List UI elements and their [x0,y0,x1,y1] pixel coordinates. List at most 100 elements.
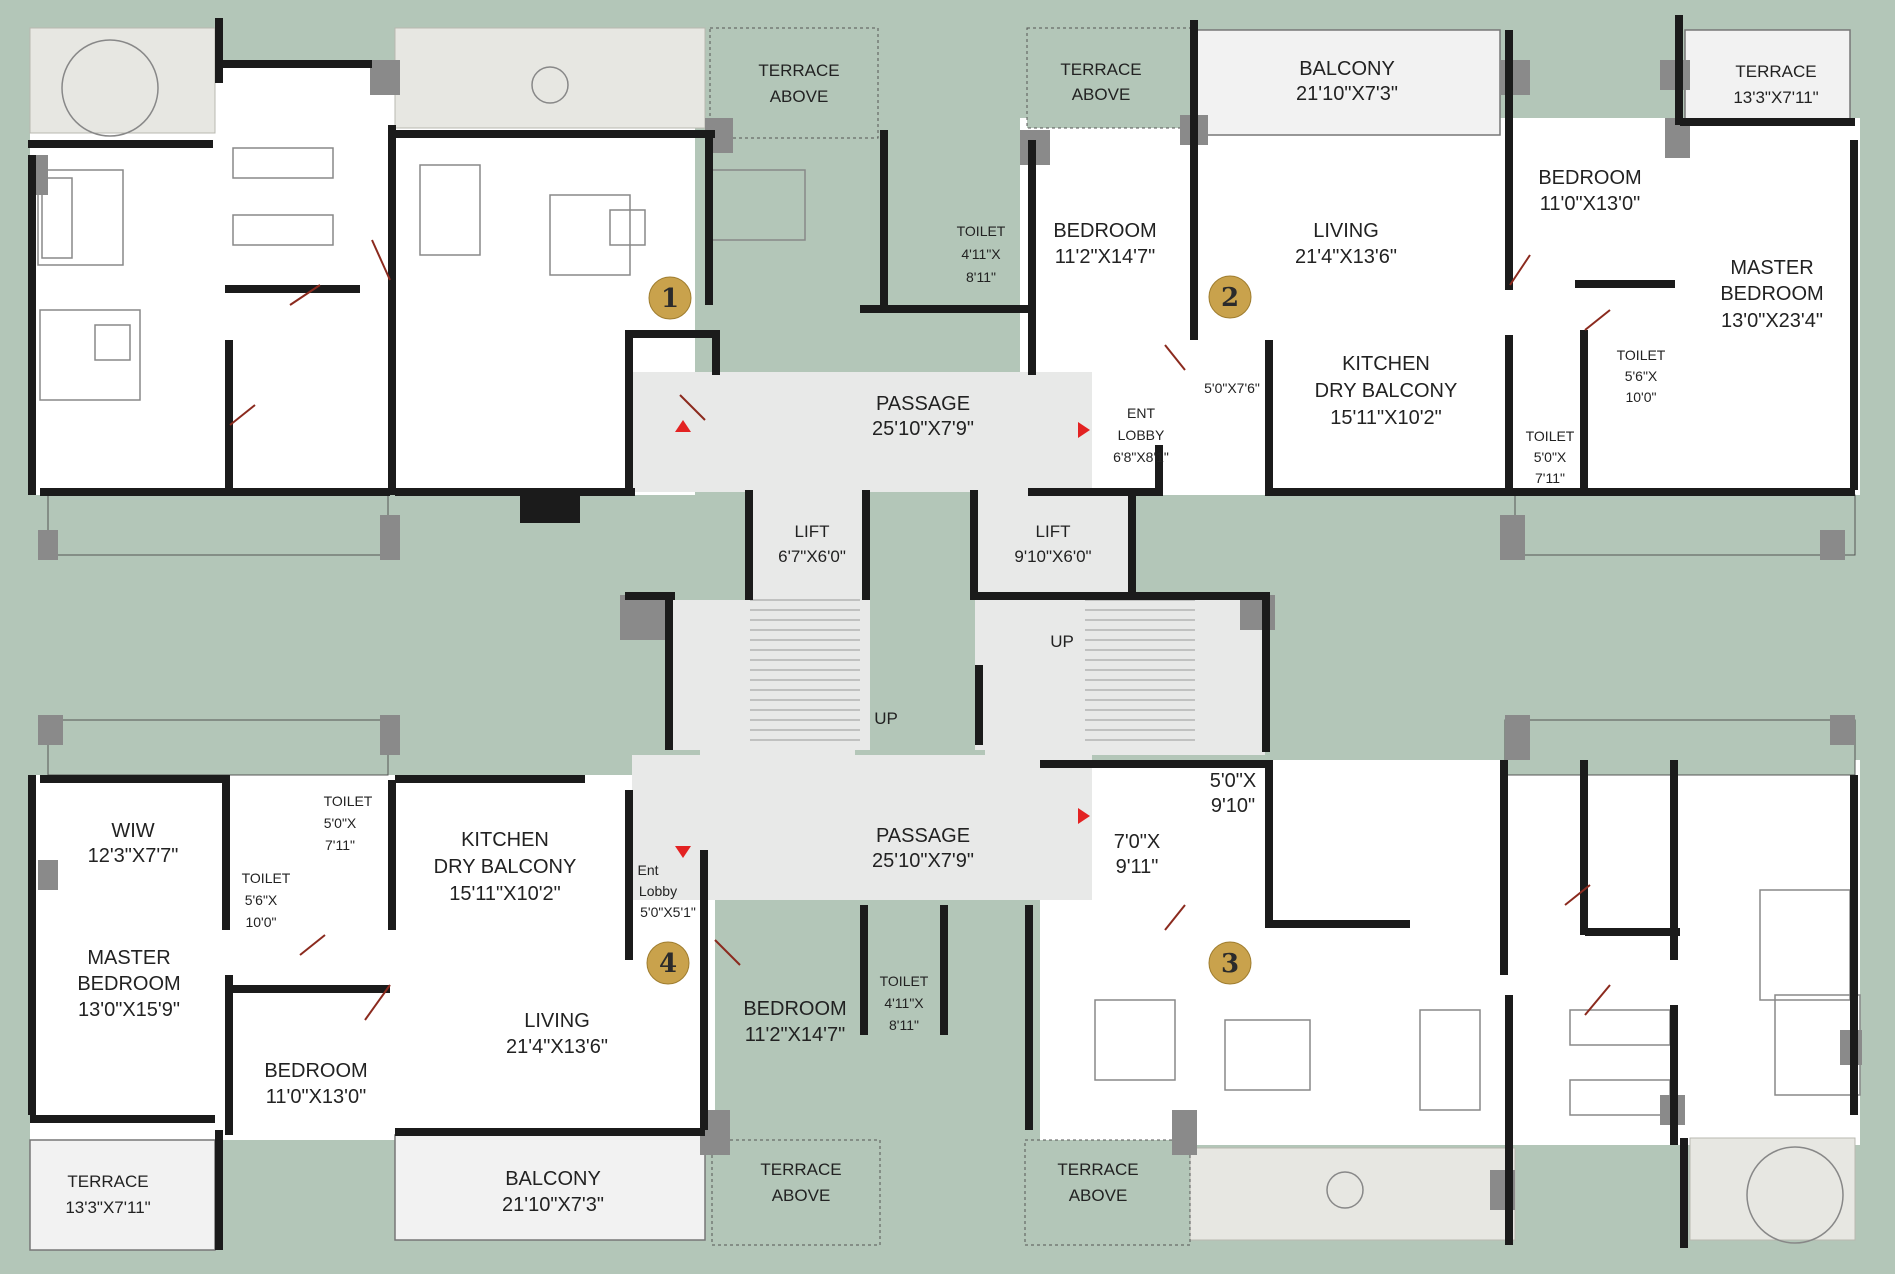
entry-arrow-unit4 [675,846,691,858]
unit2-toilet2-1: TOILET [1526,428,1575,444]
unit2-terrace-1: TERRACE [1735,62,1816,81]
unit4-toilet2-2: 5'6"X [245,892,278,908]
stair-up-left: UP [874,709,898,728]
unit2-living-2: 21'4"X13'6" [1295,246,1397,268]
unit1-terrace-above-1: TERRACE [758,61,839,80]
unit2-toilet2-2: 5'0"X [1534,449,1567,465]
unit4-ent-lobby-2: Lobby [639,883,677,899]
unit1-toilet-1: TOILET [957,223,1006,239]
unit4-toilet2-1: TOILET [242,870,291,886]
unit2-master-1: MASTER [1730,257,1813,279]
unit4-wiw-2: 12'3"X7'7" [88,845,179,867]
unit2-balcony-1: BALCONY [1299,58,1395,80]
passage-bottom-dim: 25'10"X7'9" [872,850,974,872]
unit3-lobby-1: 7'0"X [1114,831,1161,853]
lift-right-label: LIFT [1036,522,1071,541]
unit-badge-1-bg [648,276,692,320]
common-core [632,372,1265,900]
unit4-kitchen-2: DRY BALCONY [434,856,577,878]
labels: PASSAGE 25'10"X7'9" PASSAGE 25'10"X7'9" … [65,58,1823,1217]
stair-left [750,599,860,741]
unit4-kitchen-1: KITCHEN [461,829,549,851]
unit2-bedroom2-1: BEDROOM [1538,167,1641,189]
unit2-terrace-above-1: TERRACE [1060,60,1141,79]
unit3-terrace-above-2: ABOVE [1069,1186,1128,1205]
door-swings [229,239,1611,1021]
unit2-small-room: 5'0"X7'6" [1204,380,1260,396]
unit4-living-2: 21'4"X13'6" [506,1036,608,1058]
unit2-kitchen-3: 15'11"X10'2" [1330,407,1442,429]
unit4-master-1: MASTER [87,947,170,969]
unit2-bedroom2-2: 11'0"X13'0" [1540,193,1640,215]
unit-badge-3-bg [1208,941,1252,985]
terrace-above-areas [709,27,1193,1246]
unit-badge-4: 4 [659,949,677,979]
unit4-wiw-1: WIW [111,820,154,842]
unit-badge-4-bg [646,941,690,985]
unit2-bedroom-2: 11'2"X14'7" [1055,246,1155,268]
unit4-toilet2-3: 10'0" [245,914,276,930]
unit1-toilet-2: 4'11"X [961,246,1001,262]
unit2-toilet1-1: TOILET [1617,347,1666,363]
lift-left-dim: 6'7"X6'0" [778,547,846,566]
unit4-master-2: BEDROOM [77,973,180,995]
unit2-terrace-2: 13'3"X7'11" [1733,88,1818,107]
unit2-bedroom-1: BEDROOM [1053,220,1156,242]
unit-badge-2: 2 [1221,283,1239,313]
unit4-bedroom2-2: 11'0"X13'0" [266,1086,366,1108]
unit4-ent-lobby-1: Ent [637,862,658,878]
unit3-terrace-above-1: TERRACE [1057,1160,1138,1179]
unit4-kitchen-3: 15'11"X10'2" [449,883,561,905]
unit4-terrace-above-2: ABOVE [772,1186,831,1205]
walls [28,15,1858,1250]
unit2-ent-lobby-1: ENT [1127,405,1155,421]
unit4-master-3: 13'0"X15'9" [78,999,180,1021]
entry-arrow-unit3 [1078,808,1090,824]
unit1-terrace-above-2: ABOVE [770,87,829,106]
unit1-toilet-3: 8'11" [966,269,996,285]
unit2-master-2: BEDROOM [1720,283,1823,305]
entry-arrows [675,420,1090,858]
unit2-kitchen-2: DRY BALCONY [1315,380,1458,402]
unit4-terrace-above-1: TERRACE [760,1160,841,1179]
unit4-bedroom-2: 11'2"X14'7" [745,1024,845,1046]
entry-arrow-unit1 [675,420,691,432]
unit-badge-3: 3 [1221,949,1239,979]
unit4-balcony-1: BALCONY [505,1168,601,1190]
lift-left-label: LIFT [795,522,830,541]
unit4-balcony-2: 21'10"X7'3" [502,1194,604,1216]
unit2-ent-lobby-3: 6'8"X8'1" [1113,449,1169,465]
unit4-terrace-2: 13'3"X7'11" [65,1198,150,1217]
unit4-toilet1-1: TOILET [324,793,373,809]
lift-right-dim: 9'10"X6'0" [1014,547,1091,566]
unit2-ent-lobby-2: LOBBY [1118,427,1165,443]
unit4-ent-lobby-3: 5'0"X5'1" [640,904,696,920]
passage-top-dim: 25'10"X7'9" [872,418,974,440]
unit4-living-1: LIVING [524,1010,590,1032]
passage-bottom-label: PASSAGE [876,825,970,847]
unit2-kitchen-1: KITCHEN [1342,353,1430,375]
unit2-master-3: 13'0"X23'4" [1721,310,1823,332]
room-floors [29,27,1860,1251]
unit2-toilet1-3: 10'0" [1625,389,1656,405]
passage-top-label: PASSAGE [876,393,970,415]
unit4-toilet1-3: 7'11" [325,837,355,853]
unit2-toilet1-2: 5'6"X [1625,368,1658,384]
unit4-bedroom-1: BEDROOM [743,998,846,1020]
unit2-terrace-above-2: ABOVE [1072,85,1131,104]
unit4-toilet3-3: 8'11" [889,1017,919,1033]
unit3-lobby-2: 9'11" [1116,856,1159,878]
unit4-toilet3-1: TOILET [880,973,929,989]
unit4-toilet1-2: 5'0"X [324,815,357,831]
unit3-small-1: 5'0"X [1210,770,1257,792]
unit2-living-1: LIVING [1313,220,1379,242]
unit2-balcony-2: 21'10"X7'3" [1296,83,1398,105]
unit3-small-2: 9'10" [1211,795,1255,817]
unit2-toilet2-3: 7'11" [1535,470,1565,486]
unit-badge-1: 1 [661,284,679,314]
unit4-bedroom2-1: BEDROOM [264,1060,367,1082]
unit4-toilet3-2: 4'11"X [884,995,924,1011]
unit-badge-2-bg [1208,275,1252,319]
entry-arrow-unit2 [1078,422,1090,438]
